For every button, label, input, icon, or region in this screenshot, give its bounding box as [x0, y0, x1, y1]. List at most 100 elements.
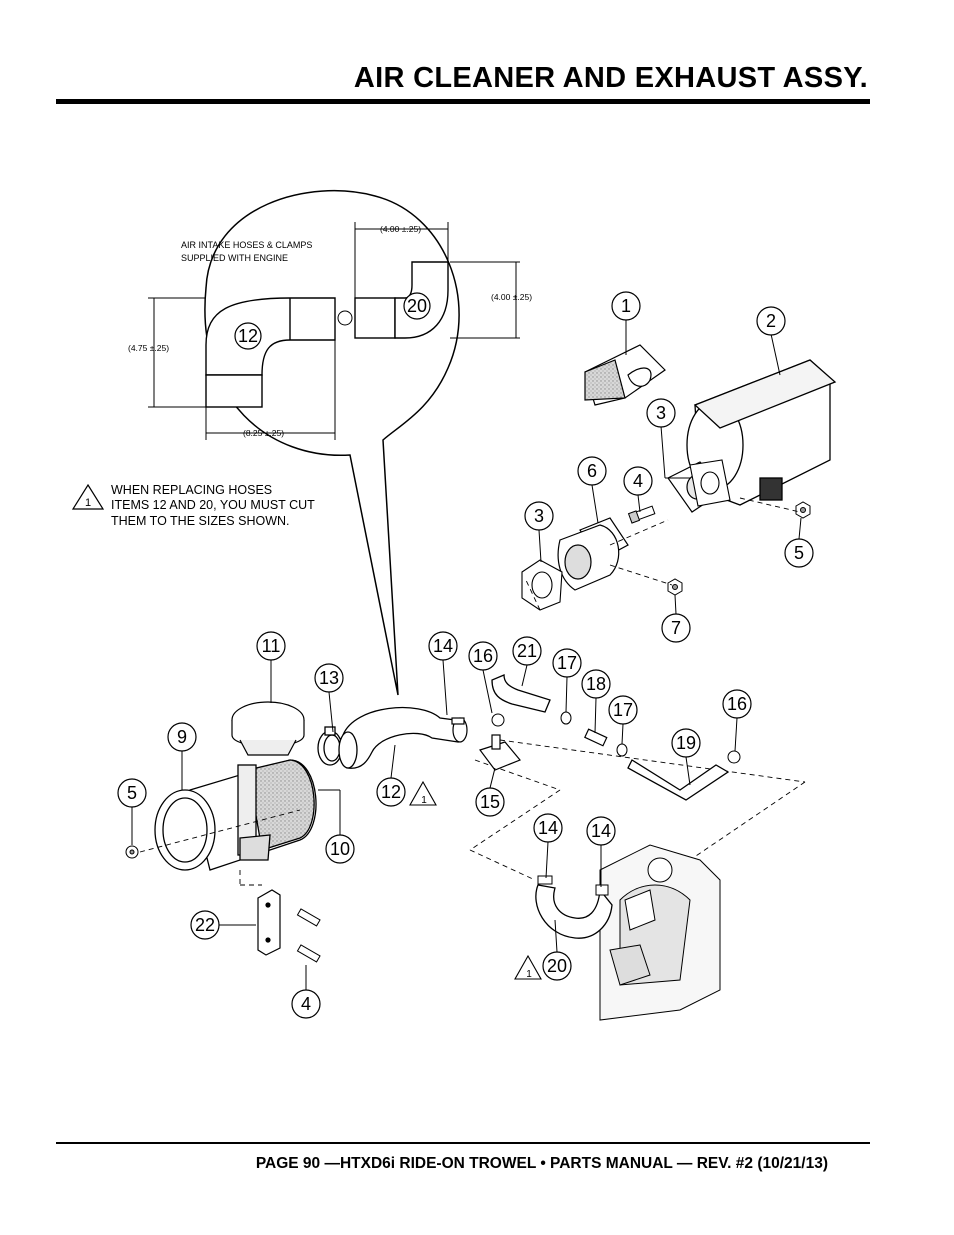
callout-11: 11	[256, 631, 286, 661]
svg-text:3: 3	[534, 506, 544, 526]
callout-7: 7	[661, 613, 691, 643]
svg-text:9: 9	[177, 727, 187, 747]
svg-text:11: 11	[262, 636, 281, 656]
callout-10: 10	[325, 834, 355, 864]
hose-clamp-16-right	[727, 750, 741, 764]
callout-22: 22	[190, 910, 220, 940]
svg-text:20: 20	[547, 956, 567, 976]
air-cleaner-body	[154, 759, 317, 871]
callout-14-lower-right: 14	[586, 816, 616, 846]
hose-clamp-13	[317, 726, 343, 766]
svg-text:21: 21	[517, 641, 537, 661]
callout-leaders	[131, 320, 802, 990]
footer-rule	[56, 1142, 870, 1144]
exhaust-gasket-upper	[689, 459, 731, 507]
page-footer: PAGE 90 —HTXD6i RIDE-ON TROWEL • PARTS M…	[255, 1155, 828, 1172]
nut-5-lower	[125, 845, 139, 859]
callout-18: 18	[581, 669, 611, 699]
callout-17-top: 17	[552, 648, 582, 678]
svg-text:15: 15	[480, 792, 500, 812]
svg-text:14: 14	[433, 636, 453, 656]
svg-text:1: 1	[526, 969, 532, 980]
dimension-lines	[148, 222, 520, 440]
callout-3-lower: 3	[524, 501, 554, 531]
svg-text:1: 1	[85, 497, 91, 509]
callout-3-upper: 3	[646, 398, 676, 428]
dim-right-label: (4.00 ±.25)	[491, 292, 532, 302]
callout-13: 13	[314, 663, 344, 693]
svg-text:16: 16	[473, 646, 493, 666]
svg-text:3: 3	[656, 403, 666, 423]
callout-4-lower: 4	[291, 989, 321, 1019]
svg-text:1: 1	[421, 795, 427, 806]
title-rule	[56, 99, 870, 104]
bolt-4-upper	[627, 505, 656, 524]
note-line2: ITEMS 12 AND 20, YOU MUST CUT	[111, 498, 315, 512]
hose-12-main	[338, 706, 459, 769]
hose-clamp-14-lower-a	[537, 875, 553, 885]
svg-text:4: 4	[633, 471, 643, 491]
svg-text:2: 2	[766, 311, 776, 331]
mount-bracket-22	[257, 889, 281, 956]
hose-clamp-16-left	[491, 713, 505, 727]
callout-16-left: 16	[468, 641, 498, 671]
note-line3: THEM TO THE SIZES SHOWN.	[111, 514, 290, 528]
dim-left-label: (4.75 ±.25)	[128, 343, 169, 353]
note-line1: WHEN REPLACING HOSES	[111, 483, 272, 497]
svg-text:17: 17	[613, 700, 633, 720]
svg-text:16: 16	[727, 694, 747, 714]
detail-hose-20	[354, 261, 449, 339]
detail-hose-12	[205, 297, 336, 408]
svg-text:17: 17	[557, 653, 577, 673]
hose-21	[491, 674, 551, 713]
tee-fitting-15	[479, 734, 521, 771]
air-cleaner-cap	[231, 701, 305, 756]
exhaust-elbow-6	[557, 517, 629, 591]
svg-text:22: 22	[195, 915, 215, 935]
svg-text:7: 7	[671, 618, 681, 638]
callout-19: 19	[671, 728, 701, 758]
callout-2: 2	[756, 306, 786, 336]
detail-bubble	[204, 189, 460, 696]
hose-19	[627, 759, 730, 801]
svg-text:20: 20	[407, 296, 427, 316]
svg-text:18: 18	[586, 674, 606, 694]
callout-9: 9	[167, 722, 197, 752]
callout-21: 21	[512, 636, 542, 666]
svg-text:5: 5	[794, 543, 804, 563]
hose-clamp-14-lower-b	[595, 884, 609, 896]
detail-caption-line2: SUPPLIED WITH ENGINE	[181, 253, 288, 263]
note-warning-icon: 1	[71, 483, 105, 510]
callout-12-main: 12	[376, 777, 406, 807]
callout-1: 1	[611, 291, 641, 321]
svg-text:1: 1	[621, 296, 631, 316]
assembly-lines-upper	[524, 497, 801, 611]
exhaust-gasket-lower	[521, 559, 563, 611]
callout-6: 6	[577, 456, 607, 486]
hose-clamp-14-top	[451, 717, 468, 743]
engine-sketch	[599, 844, 721, 1021]
svg-text:10: 10	[330, 839, 350, 859]
nut-7	[667, 578, 683, 596]
svg-text:6: 6	[587, 461, 597, 481]
bolt-4-lower	[296, 908, 321, 963]
detail-callout-12: 12	[234, 322, 262, 350]
detail-clamp-icon	[337, 310, 353, 326]
warning-icon-12: 1	[409, 780, 437, 806]
svg-text:13: 13	[319, 668, 339, 688]
callout-5-lower: 5	[117, 778, 147, 808]
detail-caption-line1: AIR INTAKE HOSES & CLAMPS	[181, 240, 312, 250]
callout-14-top: 14	[428, 631, 458, 661]
assembly-lines-lower	[139, 739, 806, 886]
svg-text:12: 12	[238, 326, 258, 346]
callout-16-right: 16	[722, 689, 752, 719]
page-title: AIR CLEANER AND EXHAUST ASSY.	[353, 62, 868, 94]
hose-18	[584, 728, 608, 747]
warning-icon-20: 1	[514, 954, 542, 980]
callout-5-upper: 5	[784, 538, 814, 568]
callout-4-upper: 4	[623, 466, 653, 496]
svg-text:14: 14	[591, 821, 611, 841]
detail-callout-20: 20	[403, 292, 431, 320]
muffler	[686, 359, 837, 506]
